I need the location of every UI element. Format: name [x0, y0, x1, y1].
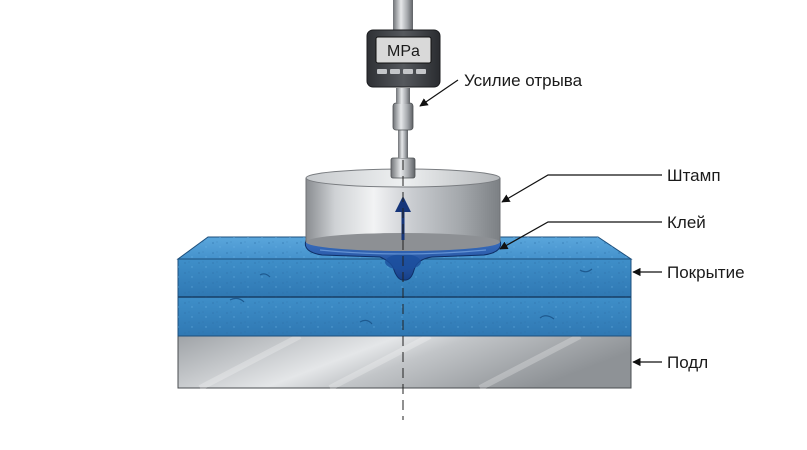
label-coating: Покрытие [667, 263, 745, 282]
callout-substrate: Подл [632, 353, 708, 372]
label-dolly: Штамп [667, 166, 721, 185]
callout-coating: Покрытие [632, 263, 745, 282]
label-adhesive: Клей [667, 213, 706, 232]
gauge-display [375, 36, 432, 64]
digital-gauge: MPa [366, 29, 441, 88]
callout-pull-force: Усилие отрыва [419, 71, 583, 107]
callout-adhesive: Клей [499, 213, 706, 250]
gauge-unit-label: MPa [387, 43, 420, 60]
label-pull-force: Усилие отрыва [464, 71, 583, 90]
label-substrate: Подл [667, 353, 708, 372]
substrate-layer [177, 333, 632, 391]
gauge-buttons [377, 69, 426, 74]
pull-rod [390, 0, 416, 179]
callout-dolly: Штамп [501, 166, 721, 203]
